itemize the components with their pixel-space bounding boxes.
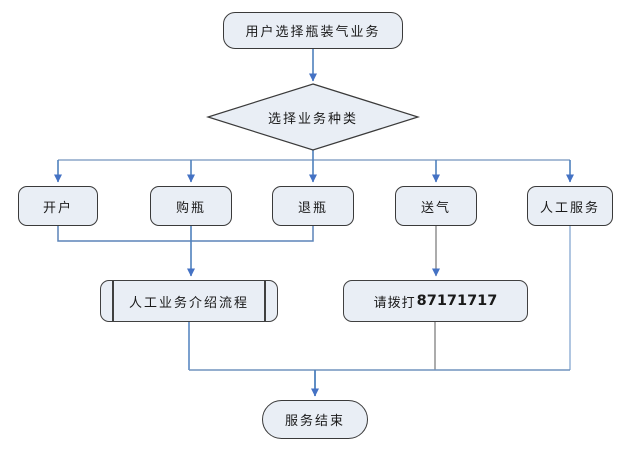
predefined-right-bar — [264, 281, 266, 321]
decision-diamond-shape — [205, 83, 421, 151]
branch-buy-bottle: 购瓶 — [150, 186, 232, 226]
decision-node: 选择业务种类 — [208, 84, 418, 150]
decision-label: 选择业务种类 — [267, 110, 358, 126]
branch-gas-delivery: 送气 — [395, 186, 477, 226]
edge-merge-rail — [57, 226, 314, 242]
predefined-left-bar — [112, 281, 114, 321]
start-terminator: 用户选择瓶装气业务 — [223, 12, 403, 49]
branch-label: 购瓶 — [175, 199, 206, 215]
branch-manual-service: 人工服务 — [527, 186, 613, 226]
branch-label: 人工服务 — [539, 199, 600, 215]
end-label: 服务结束 — [284, 413, 345, 428]
branch-label: 退瓶 — [297, 199, 328, 215]
start-label: 用户选择瓶装气业务 — [245, 24, 381, 39]
intro-process-node: 人工业务介绍流程 — [100, 280, 278, 322]
branch-open-account: 开户 — [18, 186, 98, 226]
phone-number: 87171717 — [416, 293, 498, 309]
branch-label: 开户 — [42, 199, 73, 215]
branch-return-bottle: 退瓶 — [272, 186, 354, 226]
intro-process-label: 人工业务介绍流程 — [128, 294, 249, 310]
branch-label: 送气 — [420, 199, 451, 215]
call-prefix-label: 请拨打 — [373, 294, 416, 310]
end-terminator: 服务结束 — [262, 400, 368, 439]
